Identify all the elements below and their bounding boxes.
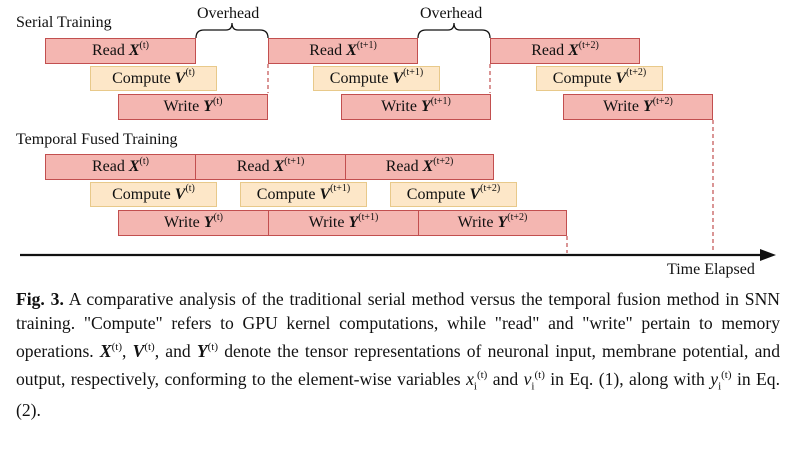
- overhead-label-1: Overhead: [197, 5, 260, 22]
- sup-t: (t): [476, 368, 488, 381]
- var-v: v: [523, 368, 532, 389]
- sup-t: (t): [144, 341, 155, 353]
- sub-i: i: [531, 380, 535, 393]
- symbol-x: X: [99, 340, 112, 361]
- overhead-label-2: Overhead: [420, 5, 483, 22]
- time-elapsed-label: Time Elapsed: [667, 261, 755, 278]
- caption-text: denote the tensor representations of neu…: [16, 340, 780, 389]
- sub-i: i: [718, 380, 722, 393]
- overhead-brace-2: [417, 22, 491, 39]
- overhead-brace-1: [195, 22, 269, 39]
- sup-t: (t): [207, 341, 219, 353]
- temporal-fused-training-label: Temporal Fused Training: [16, 131, 178, 148]
- symbol-y: Y: [196, 340, 208, 361]
- serial-training-label: Serial Training: [16, 14, 112, 31]
- separator: ,: [122, 340, 127, 361]
- separator: , and: [154, 340, 191, 361]
- var-x: x: [466, 368, 474, 389]
- sup-t: (t): [111, 341, 122, 353]
- var-y: y: [710, 368, 719, 389]
- caption-text: in Eq. (2).: [16, 368, 780, 421]
- time-axis-arrowhead: [760, 249, 776, 261]
- caption-text: A comparative analysis of the traditiona…: [16, 289, 781, 361]
- sub-i: i: [473, 380, 477, 393]
- caption-text: and: [492, 368, 519, 389]
- sup-t: (t): [534, 368, 545, 381]
- timeline-lines: [20, 22, 776, 261]
- caption-label: Fig. 3.: [16, 289, 64, 309]
- symbol-v: V: [132, 340, 145, 361]
- caption-text: in Eq. (1), along with: [550, 368, 705, 389]
- sup-t: (t): [721, 368, 732, 381]
- timeline-diagram: Serial Training Overhead Overhead Tempor…: [16, 5, 776, 278]
- figure-caption: Fig. 3. A comparative analysis of the tr…: [16, 287, 780, 422]
